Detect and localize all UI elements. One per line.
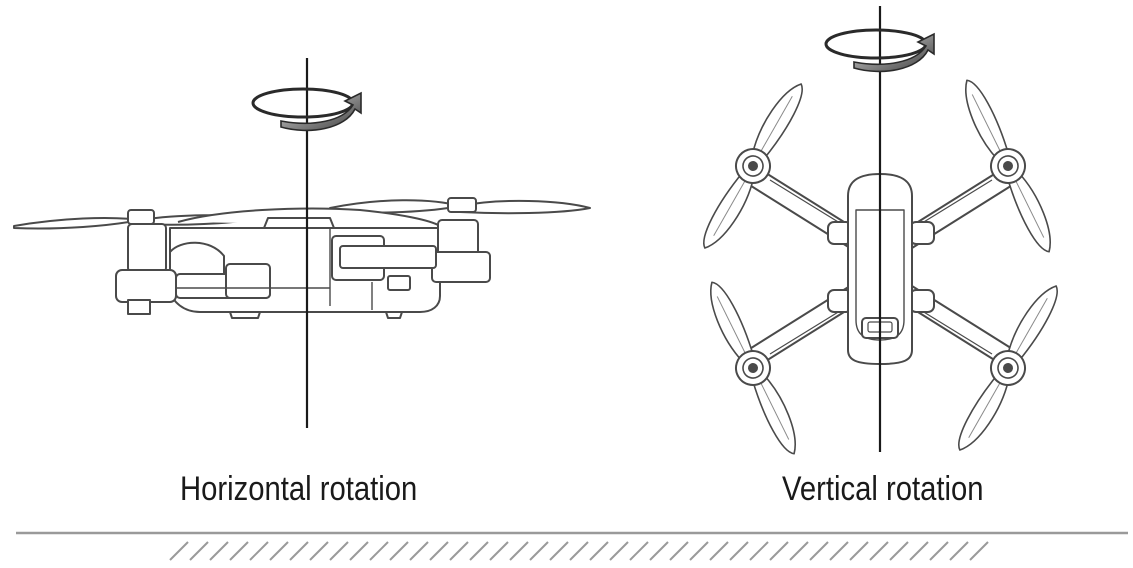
caption-vertical-rotation: Vertical rotation — [782, 470, 984, 508]
rotation-arrow-icon — [251, 87, 362, 132]
hatch-line — [689, 541, 709, 561]
hatch-line — [929, 541, 949, 561]
caption-horizontal-rotation: Horizontal rotation — [180, 470, 418, 508]
hatch-line — [589, 541, 609, 561]
hatch-line — [769, 541, 789, 561]
hatch-line — [449, 541, 469, 561]
hatch-line — [829, 541, 849, 561]
hatch-line — [749, 541, 769, 561]
hatch-line — [809, 541, 829, 561]
hatch-line — [909, 541, 929, 561]
hatch-line — [549, 541, 569, 561]
hatch-line — [249, 541, 269, 561]
hatch-line — [729, 541, 749, 561]
hatch-line — [649, 541, 669, 561]
hatch-line — [609, 541, 629, 561]
hatch-line — [269, 541, 289, 561]
hatch-line — [629, 541, 649, 561]
hatch-line — [369, 541, 389, 561]
hatch-line — [229, 541, 249, 561]
ground-hatch — [16, 531, 1128, 561]
hatch-line — [349, 541, 369, 561]
hatch-line — [169, 541, 189, 561]
hatch-line — [709, 541, 729, 561]
hatch-line — [289, 541, 309, 561]
hatch-line — [969, 541, 989, 561]
hatch-line — [469, 541, 489, 561]
hatch-line — [429, 541, 449, 561]
hatch-line — [389, 541, 409, 561]
hatch-line — [329, 541, 349, 561]
hatch-line — [209, 541, 229, 561]
drone-side-view — [13, 197, 591, 319]
hatch-line — [189, 541, 209, 561]
hatch-line — [529, 541, 549, 561]
hatch-line — [869, 541, 889, 561]
hatch-line — [889, 541, 909, 561]
hatch-line — [569, 541, 589, 561]
hatch-line — [789, 541, 809, 561]
hatch-line — [409, 541, 429, 561]
hatch-line — [509, 541, 529, 561]
hatch-line — [849, 541, 869, 561]
hatch-line — [949, 541, 969, 561]
hatch-line — [309, 541, 329, 561]
hatch-line — [669, 541, 689, 561]
rotation-arrow-icon — [824, 28, 935, 73]
hatch-line — [489, 541, 509, 561]
